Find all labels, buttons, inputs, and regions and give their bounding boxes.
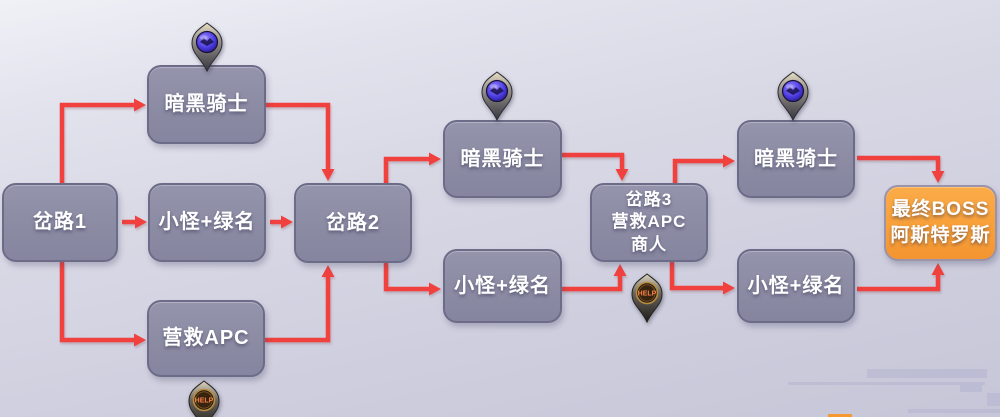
arrowhead-icon — [615, 169, 629, 181]
help-pin-icon: HELP — [186, 380, 222, 417]
boss-pin-icon — [189, 22, 225, 77]
arrowhead-icon — [321, 265, 335, 277]
node-mobs-green-1: 小怪+绿名 — [148, 183, 266, 262]
boss-pin-icon — [479, 71, 515, 126]
node-dark-knight-1: 暗黑骑士 — [147, 65, 266, 144]
arrowhead-icon — [429, 152, 441, 166]
node-mobs-green-2: 小怪+绿名 — [443, 249, 562, 323]
help-pin-label: HELP — [638, 291, 657, 298]
edge-dark-knight-2-to-fork-3 — [562, 152, 625, 169]
edge-fork-1-to-dark-knight-1 — [59, 102, 134, 183]
edge-mobs-green-2-to-fork-3 — [562, 276, 623, 292]
arrowhead-icon — [613, 264, 627, 276]
arrowhead-icon — [134, 98, 146, 112]
help-pin-label: HELP — [195, 398, 214, 405]
edge-dark-knight-3-to-final-boss — [857, 155, 941, 171]
node-fork-1: 岔路1 — [2, 183, 118, 262]
arrowhead-icon — [931, 171, 945, 183]
edge-fork-1-to-rescue-apc — [59, 262, 134, 343]
help-pin-icon: HELP — [629, 273, 665, 328]
background-artifact — [987, 393, 1000, 406]
arrowhead-icon — [723, 281, 735, 295]
background-artifact — [828, 414, 852, 417]
background-artifact — [788, 382, 985, 385]
node-rescue-apc: 营救APC — [147, 300, 265, 377]
node-final-boss: 最终BOSS 阿斯特罗斯 — [884, 185, 997, 261]
background-artifact — [960, 385, 982, 392]
node-fork-2: 岔路2 — [294, 183, 412, 263]
edge-fork-3-to-mobs-green-3 — [669, 262, 723, 291]
arrowhead-icon — [281, 215, 293, 229]
arrowhead-icon — [723, 154, 735, 168]
edge-dark-knight-1-to-fork-2 — [266, 102, 331, 169]
background-artifact — [867, 369, 987, 378]
edge-fork-2-to-dark-knight-2 — [383, 156, 429, 183]
node-mobs-green-3: 小怪+绿名 — [737, 249, 855, 323]
arrowhead-icon — [321, 169, 335, 181]
arrowhead-icon — [429, 282, 441, 296]
node-fork-3: 岔路3 营救APC 商人 — [590, 183, 708, 262]
node-dark-knight-3: 暗黑骑士 — [737, 120, 855, 198]
arrowhead-icon — [134, 333, 146, 347]
edge-rescue-apc-to-fork-2 — [265, 277, 331, 343]
edge-fork-2-to-mobs-green-2 — [383, 263, 429, 292]
edge-mobs-green-3-to-final-boss — [857, 275, 941, 292]
background-artifact — [908, 409, 1000, 413]
arrowhead-icon — [135, 215, 147, 229]
node-dark-knight-2: 暗黑骑士 — [443, 120, 562, 198]
arrowhead-icon — [931, 263, 945, 275]
edge-fork-3-to-dark-knight-3 — [672, 158, 723, 183]
boss-pin-icon — [775, 71, 811, 126]
